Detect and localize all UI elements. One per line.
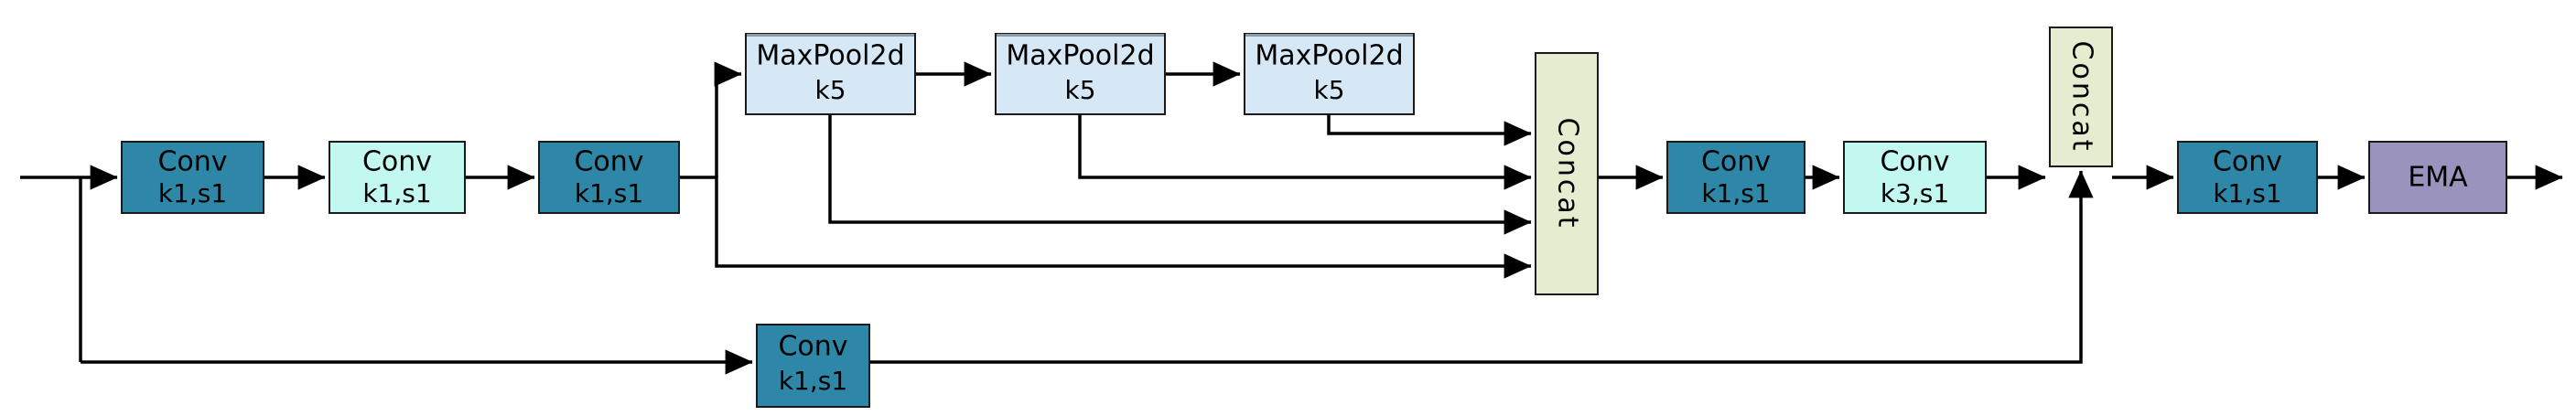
ema-label: EMA — [2408, 162, 2468, 194]
node-layer: Conv k1,s1 Conv k1,s1 Conv k1,s1 MaxPool… — [121, 27, 2507, 408]
node-ema[interactable]: EMA — [2368, 141, 2507, 214]
node-maxpool-1[interactable]: MaxPool2d k5 — [745, 33, 916, 115]
maxpool-1-sublabel: k5 — [814, 75, 846, 105]
edge-conv3-branch-stem — [679, 176, 718, 254]
conv-2-label: Conv — [362, 146, 432, 178]
node-conv-6[interactable]: Conv k1,s1 — [2177, 141, 2318, 214]
concat-2-label: Concat — [2066, 41, 2098, 154]
maxpool-2-label: MaxPool2d — [1006, 40, 1154, 72]
maxpool-2-box[interactable] — [995, 33, 1166, 115]
conv-3-box[interactable] — [538, 141, 680, 214]
conv-5-box[interactable] — [1843, 141, 1987, 214]
edge-conv-skip-to-concat2 — [869, 170, 2094, 364]
conv-1-label: Conv — [157, 146, 227, 178]
maxpool-1-label: MaxPool2d — [756, 40, 904, 72]
conv-3-sublabel: k1,s1 — [575, 178, 643, 208]
conv-5-sublabel: k3,s1 — [1881, 178, 1949, 208]
concat-1-box[interactable] — [1535, 52, 1599, 295]
conv-4-sublabel: k1,s1 — [1701, 178, 1770, 208]
ema-box[interactable] — [2368, 141, 2507, 214]
conv-1-box[interactable] — [121, 141, 264, 214]
maxpool-3-sublabel: k5 — [1313, 75, 1344, 105]
maxpool-3-label: MaxPool2d — [1255, 40, 1403, 72]
conv-skip-sublabel: k1,s1 — [779, 366, 847, 396]
edge-bypass-to-concat1 — [715, 253, 1532, 279]
maxpool-1-box[interactable] — [745, 33, 916, 115]
maxpool-3-box[interactable] — [1244, 33, 1415, 115]
conv-6-label: Conv — [2213, 146, 2282, 178]
conv-skip-label: Conv — [778, 331, 847, 363]
conv-3-label: Conv — [574, 146, 643, 178]
conv-2-box[interactable] — [329, 141, 466, 214]
maxpool-2-sublabel: k5 — [1064, 75, 1095, 105]
conv-2-sublabel: k1,s1 — [362, 178, 431, 208]
edge-maxpool2-to-concat1 — [1078, 114, 1532, 190]
edge-maxpool1-to-concat1 — [828, 114, 1532, 235]
conv-6-box[interactable] — [2177, 141, 2318, 214]
node-maxpool-2[interactable]: MaxPool2d k5 — [995, 33, 1166, 115]
concat-2-box[interactable] — [2049, 27, 2113, 167]
conv-1-sublabel: k1,s1 — [158, 178, 227, 208]
node-conv-4[interactable]: Conv k1,s1 — [1666, 141, 1805, 214]
edge-layer — [20, 61, 2563, 375]
conv-skip-box[interactable] — [756, 324, 870, 408]
conv-4-label: Conv — [1701, 146, 1771, 178]
edge-branch-to-maxpool1 — [714, 61, 742, 177]
node-concat-1[interactable]: Concat — [1535, 52, 1599, 295]
node-concat-2[interactable]: Concat — [2049, 27, 2113, 167]
conv-6-sublabel: k1,s1 — [2213, 178, 2281, 208]
node-conv-2[interactable]: Conv k1,s1 — [329, 141, 466, 214]
node-maxpool-3[interactable]: MaxPool2d k5 — [1244, 33, 1415, 115]
node-conv-skip[interactable]: Conv k1,s1 — [756, 324, 870, 408]
node-conv-1[interactable]: Conv k1,s1 — [121, 141, 264, 214]
node-conv-5[interactable]: Conv k3,s1 — [1843, 141, 1987, 214]
conv-5-label: Conv — [1880, 146, 1949, 178]
edge-maxpool3-to-concat1 — [1327, 114, 1532, 146]
node-conv-3[interactable]: Conv k1,s1 — [538, 141, 680, 214]
concat-1-label: Concat — [1552, 118, 1584, 230]
conv-4-box[interactable] — [1666, 141, 1805, 214]
